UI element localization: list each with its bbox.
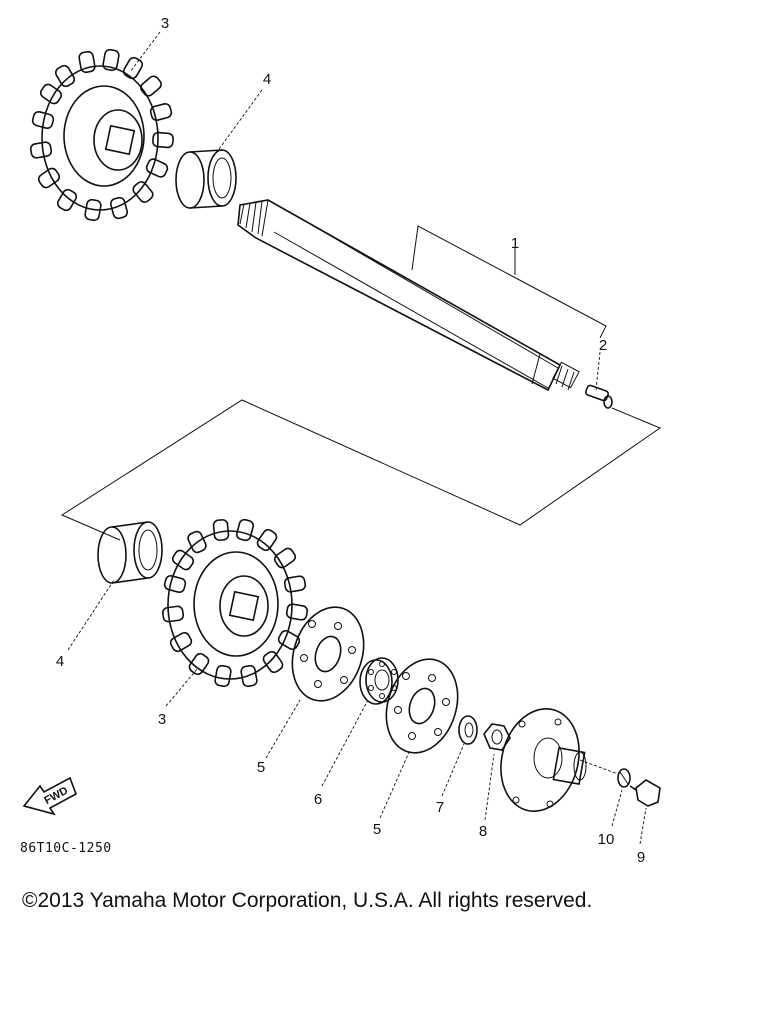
assembly-bracket-lines: [60, 225, 662, 541]
washer: [458, 715, 478, 745]
nut: [483, 723, 511, 751]
fwd-label: FWD: [42, 785, 70, 807]
callout-6: 6: [314, 791, 322, 808]
drive-shaft: [237, 199, 580, 392]
grease-nipple: [584, 384, 613, 409]
leader-lines: [67, 31, 647, 845]
callout-2: 2: [599, 337, 607, 354]
upper-drive-sprocket: [29, 48, 174, 222]
hub-flange: [500, 708, 587, 812]
lower-drive-sprocket: [161, 518, 309, 688]
callout-8: 8: [479, 823, 487, 840]
figure-code: 86T10C-1250: [20, 841, 112, 856]
bearing: [359, 657, 399, 705]
callout-3-bottom: 3: [158, 711, 166, 728]
fwd-arrow-icon: FWD: [22, 776, 77, 816]
callout-7: 7: [436, 799, 444, 816]
right-flange-plate: [385, 658, 459, 754]
bolt: [629, 779, 661, 807]
copyright-notice: ©2013 Yamaha Motor Corporation, U.S.A. A…: [22, 889, 593, 912]
lower-spacer-ring: [97, 521, 163, 584]
callout-4-bottom: 4: [56, 653, 64, 670]
upper-spacer-ring: [175, 149, 237, 209]
callout-10: 10: [598, 831, 615, 848]
callout-5-right: 5: [373, 821, 381, 838]
callout-labels: 3 4 1 2 4 3 5 6 5 7 8 10 9: [56, 15, 645, 866]
callout-1: 1: [511, 235, 519, 252]
lock-washer: [617, 768, 631, 788]
left-flange-plate: [291, 606, 365, 702]
callout-4-top: 4: [263, 71, 271, 88]
callout-5-left: 5: [257, 759, 265, 776]
callout-3-top: 3: [161, 15, 169, 32]
callout-9: 9: [637, 849, 645, 866]
exploded-parts-diagram: 3 4 1 2 4 3 5 6 5 7 8 10 9 FWD 86T10C-12…: [20, 15, 662, 866]
